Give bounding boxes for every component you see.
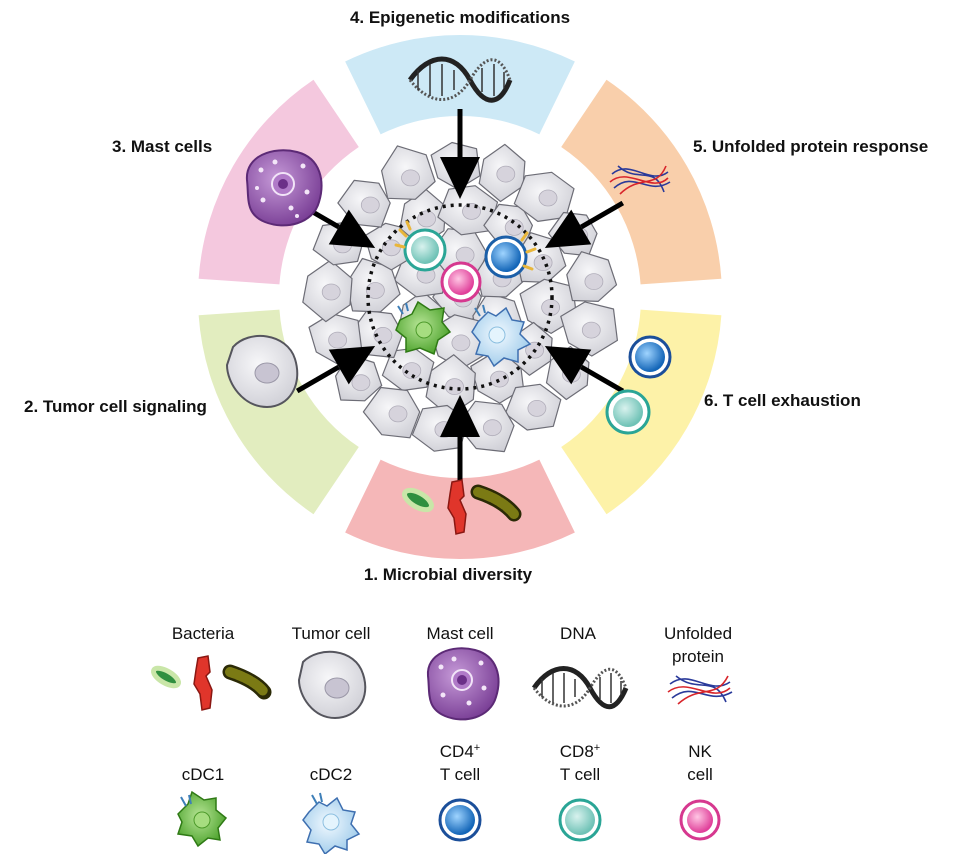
legend-label-cd4-line2: T cell: [440, 765, 480, 784]
dotted-boundary: [366, 203, 554, 391]
tumor-cell-icon: [225, 334, 299, 409]
legend-label-nk-2: cell: [687, 765, 713, 784]
label-microbial: 1. Microbial diversity: [364, 565, 533, 584]
label-unfolded-protein: 5. Unfolded protein response: [693, 137, 928, 156]
legend-cd8-icon: [558, 798, 602, 842]
legend-label-unfolded-1: Unfolded: [664, 624, 732, 643]
unfolded-protein-icon: [609, 165, 671, 195]
legend-mast-cell-icon: [426, 647, 500, 721]
arrow-tumor: [295, 346, 376, 394]
legend-label-cd4: CD4+: [440, 742, 480, 761]
legend-bacteria-icon: [151, 655, 272, 711]
tumor-cell: [513, 171, 575, 222]
cd8-t-cell-center: [394, 220, 447, 272]
legend-tumor-cell-icon: [297, 650, 367, 720]
legend-label-cdc1: cDC1: [182, 765, 225, 784]
tumor-cell: [483, 203, 534, 249]
legend-label-mast-cell: Mast cell: [426, 624, 493, 643]
tumor-cell: [470, 352, 525, 404]
dna-icon: [407, 56, 513, 103]
legend: Bacteria Tumor cell Mast cell DNA Unfold…: [151, 624, 733, 854]
label-tumor-signaling: 2. Tumor cell signaling: [24, 397, 207, 416]
label-t-cell-exhaustion: 6. T cell exhaustion: [704, 391, 861, 410]
cd8-t-cell-ring: [605, 389, 651, 435]
label-epigenetic: 4. Epigenetic modifications: [350, 8, 570, 27]
arrow-upr: [544, 200, 625, 248]
bacteria-icon: [402, 479, 522, 535]
cdc2-center: [471, 304, 532, 368]
cdc1-center: [395, 300, 452, 356]
cd4-t-cell-ring: [628, 335, 672, 379]
legend-dna-icon: [531, 666, 629, 710]
arrow-microbial: [440, 395, 480, 485]
legend-label-cd8: CD8+: [560, 742, 600, 761]
legend-nk-icon: [679, 799, 721, 841]
nk-cell-center: [440, 261, 482, 303]
tumor-cell: [302, 259, 353, 323]
legend-label-dna: DNA: [560, 624, 597, 643]
legend-cdc2-icon: [302, 792, 361, 854]
label-mast-cells: 3. Mast cells: [112, 137, 212, 156]
legend-cdc1-icon: [177, 790, 228, 848]
tumor-cell: [504, 383, 562, 431]
arrows: [295, 109, 625, 485]
legend-label-cd8-line2: T cell: [560, 765, 600, 784]
tumor-cell: [478, 143, 526, 203]
legend-label-tumor-cell: Tumor cell: [292, 624, 371, 643]
arrow-exhaustion: [544, 346, 625, 394]
legend-label-cdc2: cDC2: [310, 765, 353, 784]
mast-cell-icon: [245, 149, 323, 227]
legend-cd4-icon: [438, 798, 482, 842]
tumor-cell: [560, 301, 619, 357]
legend-label-unfolded-2: protein: [672, 647, 724, 666]
tumor-cell: [362, 386, 421, 439]
legend-unfolded-protein-icon: [667, 675, 733, 705]
arrow-epigenetic: [440, 109, 480, 199]
legend-label-nk-1: NK: [688, 742, 712, 761]
ring-segment-epigenetic: [345, 35, 575, 135]
tumor-cell: [566, 251, 618, 302]
cd4-t-cell-center: [484, 231, 537, 279]
legend-label-bacteria: Bacteria: [172, 624, 235, 643]
tumor-cell: [381, 145, 436, 200]
